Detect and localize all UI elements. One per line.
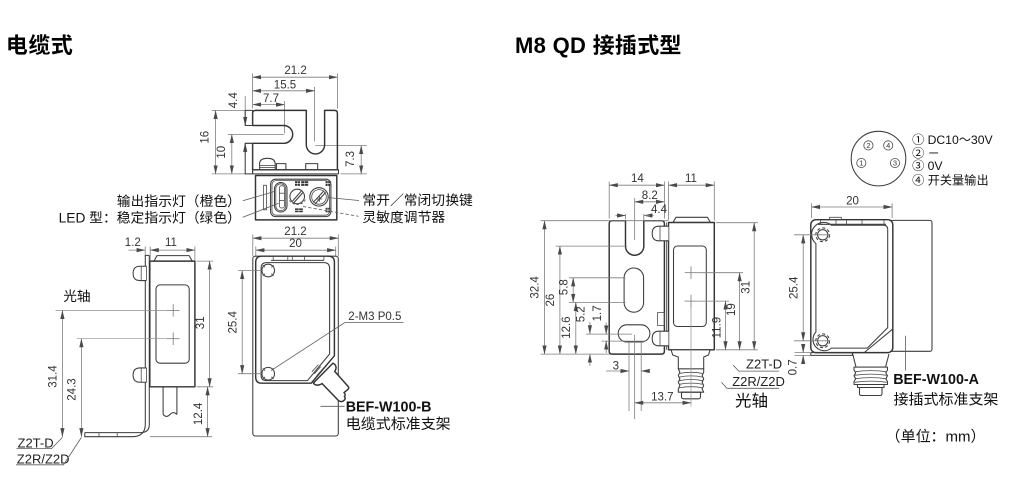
svg-text:电缆式标准支架: 电缆式标准支架	[346, 416, 451, 433]
svg-text:20: 20	[846, 195, 859, 207]
svg-text:21.2: 21.2	[284, 65, 306, 77]
svg-text:4.4: 4.4	[651, 204, 668, 216]
svg-text:M8 QD 接插式型: M8 QD 接插式型	[515, 33, 682, 58]
svg-text:1.2: 1.2	[125, 237, 141, 249]
svg-text:光轴: 光轴	[63, 289, 91, 304]
svg-text:5.2: 5.2	[575, 306, 587, 322]
svg-text:14: 14	[631, 173, 644, 185]
svg-text:灵敏度调节器: 灵敏度调节器	[363, 210, 446, 225]
svg-text:20: 20	[289, 238, 302, 250]
svg-text:LED 型：稳定指示灯（绿色）: LED 型：稳定指示灯（绿色）	[59, 211, 241, 226]
svg-text:16: 16	[200, 131, 212, 144]
svg-text:BEF-W100-B: BEF-W100-B	[346, 400, 432, 416]
svg-text:电缆式: 电缆式	[6, 33, 73, 58]
svg-text:8.2: 8.2	[642, 190, 658, 202]
svg-text:输出指示灯（橙色）: 输出指示灯（橙色）	[117, 194, 241, 209]
svg-text:7.7: 7.7	[263, 93, 279, 105]
svg-text:接插式标准支架: 接插式标准支架	[894, 391, 999, 408]
svg-text:31: 31	[195, 316, 207, 329]
svg-text:25.4: 25.4	[228, 311, 240, 334]
svg-text:（单位：mm）: （单位：mm）	[886, 428, 986, 445]
svg-text:31: 31	[740, 281, 752, 294]
svg-text:26: 26	[545, 294, 557, 307]
svg-text:4.4: 4.4	[228, 92, 240, 109]
svg-text:24.3: 24.3	[67, 378, 79, 400]
svg-text:12.6: 12.6	[561, 316, 573, 338]
svg-text:Z2T-D: Z2T-D	[18, 435, 54, 450]
svg-text:① DC10～30V: ① DC10～30V	[912, 133, 993, 147]
svg-text:0.7: 0.7	[787, 359, 799, 375]
svg-text:1: 1	[859, 159, 863, 168]
svg-text:3: 3	[893, 159, 897, 168]
svg-text:15.5: 15.5	[274, 79, 296, 91]
svg-text:④ 开关量输出: ④ 开关量输出	[912, 173, 989, 187]
svg-text:10: 10	[216, 146, 228, 159]
svg-text:7.3: 7.3	[345, 151, 357, 167]
svg-text:11: 11	[165, 237, 177, 249]
svg-text:12.4: 12.4	[193, 402, 205, 425]
svg-text:③ 0V: ③ 0V	[912, 159, 943, 173]
svg-text:21.2: 21.2	[284, 226, 306, 238]
svg-text:32.4: 32.4	[530, 276, 542, 299]
svg-text:11.9: 11.9	[712, 317, 724, 339]
svg-text:3: 3	[613, 360, 619, 372]
svg-text:Z2R/Z2D: Z2R/Z2D	[732, 374, 785, 389]
svg-text:19: 19	[726, 303, 738, 316]
svg-text:2: 2	[866, 141, 870, 150]
svg-text:② －: ② －	[912, 146, 940, 160]
svg-text:BEF-W100-A: BEF-W100-A	[893, 372, 979, 388]
svg-text:25.4: 25.4	[788, 276, 800, 299]
svg-text:2-M3 P0.5: 2-M3 P0.5	[348, 311, 401, 323]
svg-text:常开／常闭切换键: 常开／常闭切换键	[363, 193, 473, 208]
svg-text:4: 4	[886, 141, 890, 150]
svg-text:31.4: 31.4	[48, 365, 60, 388]
svg-text:1.7: 1.7	[592, 305, 604, 321]
svg-text:13.7: 13.7	[651, 391, 673, 403]
svg-text:Z2T-D: Z2T-D	[746, 356, 782, 371]
svg-text:11: 11	[685, 173, 697, 185]
svg-text:5.8: 5.8	[559, 279, 571, 295]
svg-text:Z2R/Z2D: Z2R/Z2D	[17, 451, 70, 466]
svg-text:光轴: 光轴	[735, 391, 768, 410]
